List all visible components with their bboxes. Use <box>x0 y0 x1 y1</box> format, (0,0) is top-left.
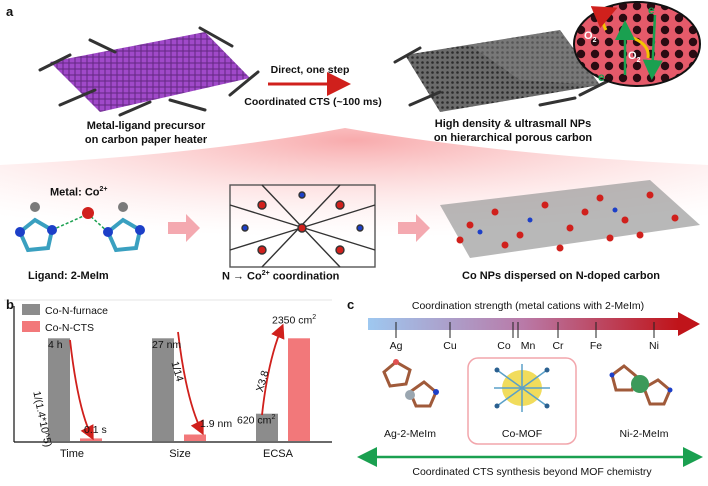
product-caption-line2: on hierarchical porous carbon <box>433 132 593 144</box>
tick-co: Co <box>497 340 511 352</box>
group-label-ecsa: ECSA <box>263 448 293 460</box>
tick-fe: Fe <box>589 340 603 352</box>
size-trend-arrow <box>177 331 204 436</box>
coordination-label: N → Co2+ coordination <box>222 270 340 283</box>
panel-a-label: a <box>6 4 14 19</box>
co-mof-box <box>467 357 577 445</box>
panel-b-label: b <box>6 297 14 312</box>
legend-item-cts: Co-N-CTS <box>22 320 108 337</box>
ecsa-furnace-value: 620 cm2 <box>237 414 276 427</box>
precursor-mesh <box>38 26 260 117</box>
tick-ni: Ni <box>649 340 659 352</box>
beyond-mof-caption: Coordinated CTS synthesis beyond MOF che… <box>412 466 652 478</box>
np-carbon-sheet <box>440 180 700 258</box>
np-label: Co NPs dispersed on N-doped carbon <box>462 270 661 282</box>
tick-cu: Cu <box>443 340 457 352</box>
tick-cr: Cr <box>552 340 564 352</box>
legend-item-furnace: Co-N-furnace <box>22 303 108 320</box>
group-label-size: Size <box>169 448 191 460</box>
precursor-caption: Metal-ligand precursor on carbon paper h… <box>46 119 246 147</box>
catalysis-inset <box>573 1 701 87</box>
bar-ecsa-cts <box>288 338 310 441</box>
inset-electron-bottom: e <box>598 70 605 84</box>
arrow-top-label: Direct, one step <box>270 64 350 76</box>
coordination-scale <box>368 312 700 336</box>
time-cts-value: 0.1 s <box>84 424 107 436</box>
time-furnace-value: 4 h <box>48 339 63 351</box>
precursor-caption-line1: Metal-ligand precursor <box>86 120 206 132</box>
ecsa-trend-arrow <box>261 323 285 416</box>
panel-b-bars <box>48 338 310 441</box>
panel-c-label: c <box>347 297 355 312</box>
mof-framework <box>229 184 376 268</box>
bar-ecsa-furnace <box>256 413 278 441</box>
scale-tick-marks <box>395 322 655 338</box>
bar-size-cts <box>184 434 206 441</box>
size-furnace-value: 27 nm <box>152 339 182 351</box>
co-mof-label: Co-MOF <box>501 428 543 440</box>
ag-2-meim-structure <box>382 359 439 408</box>
ecsa-cts-value: 2350 cm2 <box>272 314 317 327</box>
co-mof-structure <box>494 364 550 412</box>
ligand-molecules <box>15 202 145 253</box>
product-caption-line1: High density & ultrasmall NPs <box>434 118 592 130</box>
ni-2-meim-structure <box>609 364 673 406</box>
metal-label: Metal: Co2+ <box>50 186 108 199</box>
tick-ag: Ag <box>389 340 403 352</box>
bar-time-cts <box>80 438 102 441</box>
ligand-label: Ligand: 2-MeIm <box>28 270 109 282</box>
arrow-bottom-label: Coordinated CTS (~100 ms) <box>244 96 382 108</box>
tick-mn: Mn <box>520 340 536 352</box>
bar-time-furnace <box>48 338 70 441</box>
product-caption: High density & ultrasmall NPs on hierarc… <box>408 117 618 145</box>
ag-2-meim-label: Ag-2-MeIm <box>384 428 436 440</box>
time-trend-arrow <box>69 339 94 441</box>
legend-swatch-furnace <box>22 304 40 315</box>
group-label-time: Time <box>59 448 85 460</box>
inset-o2-right: O2 <box>628 50 641 65</box>
inset-electron-top: e <box>648 3 655 17</box>
precursor-caption-line2: on carbon paper heater <box>84 134 208 146</box>
size-cts-value: 1.9 nm <box>200 418 233 430</box>
coordination-title: Coordination strength (metal cations wit… <box>411 300 645 312</box>
panel-b-axes <box>13 306 332 443</box>
ni-2-meim-label: Ni-2-MeIm <box>619 428 669 440</box>
legend-swatch-cts <box>22 321 40 332</box>
panel-b-legend: Co-N-furnace Co-N-CTS <box>22 303 108 337</box>
inset-o2-left: O2 <box>584 30 597 45</box>
porous-carbon-product <box>393 30 612 112</box>
step-arrows <box>168 214 430 242</box>
bar-size-furnace <box>152 338 174 441</box>
